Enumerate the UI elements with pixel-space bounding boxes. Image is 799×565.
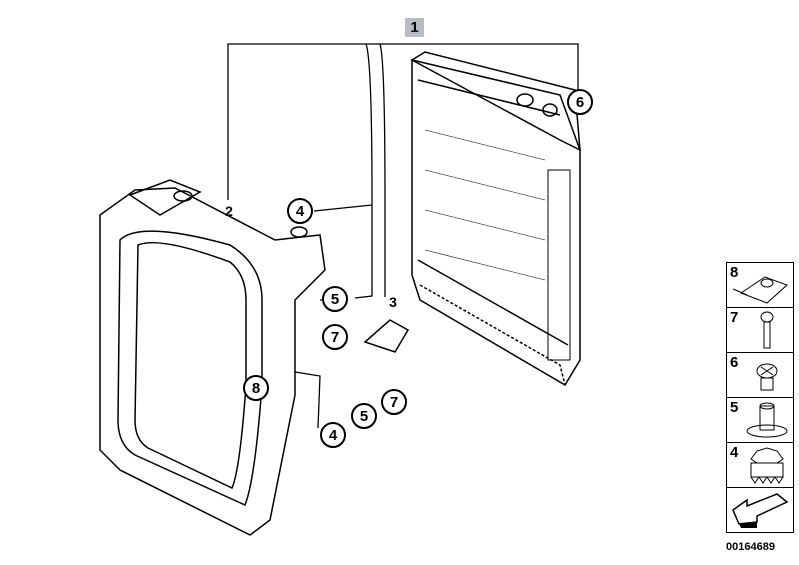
- screw-plug-icon: [756, 363, 778, 391]
- legend-number: 6: [730, 354, 739, 371]
- callout-2-fan-shroud[interactable]: 2: [225, 203, 233, 219]
- fan-shroud-drawing: [99, 179, 410, 536]
- callout-1-assembly[interactable]: 1: [405, 18, 424, 37]
- leader-lines: [227, 43, 579, 429]
- legend-number: 8: [730, 264, 739, 281]
- direction-arrow-icon: [732, 493, 789, 528]
- bushing-icon: [746, 402, 788, 438]
- legend-number: 7: [730, 309, 739, 326]
- legend-number: 5: [730, 399, 739, 416]
- legend-item-6[interactable]: 6: [727, 353, 793, 398]
- callout-7-top[interactable]: 7: [322, 324, 348, 350]
- callout-6[interactable]: 6: [567, 89, 593, 115]
- callout-5-top[interactable]: 5: [322, 286, 348, 312]
- callout-5-bottom[interactable]: 5: [351, 403, 377, 429]
- callout-4-bottom[interactable]: 4: [320, 422, 346, 448]
- callout-7-bottom[interactable]: 7: [381, 389, 407, 415]
- callout-8[interactable]: 8: [243, 375, 269, 401]
- bolt-icon: [760, 311, 774, 349]
- legend-item-5[interactable]: 5: [727, 398, 793, 443]
- document-number: 00164689: [726, 541, 775, 553]
- legend-item-8[interactable]: 8: [727, 263, 793, 308]
- legend-number: 4: [730, 444, 739, 461]
- radiator-drawing: [410, 51, 581, 387]
- parts-legend: 8 7 6 5 4: [726, 262, 794, 533]
- clip-nut-icon: [732, 276, 788, 304]
- callout-3-bracket[interactable]: 3: [389, 294, 397, 310]
- legend-item-4[interactable]: 4: [727, 443, 793, 488]
- callout-4-top[interactable]: 4: [287, 198, 313, 224]
- rubber-mount-icon: [750, 447, 784, 484]
- legend-item-7[interactable]: 7: [727, 308, 793, 353]
- legend-arrow-cell: [727, 488, 793, 532]
